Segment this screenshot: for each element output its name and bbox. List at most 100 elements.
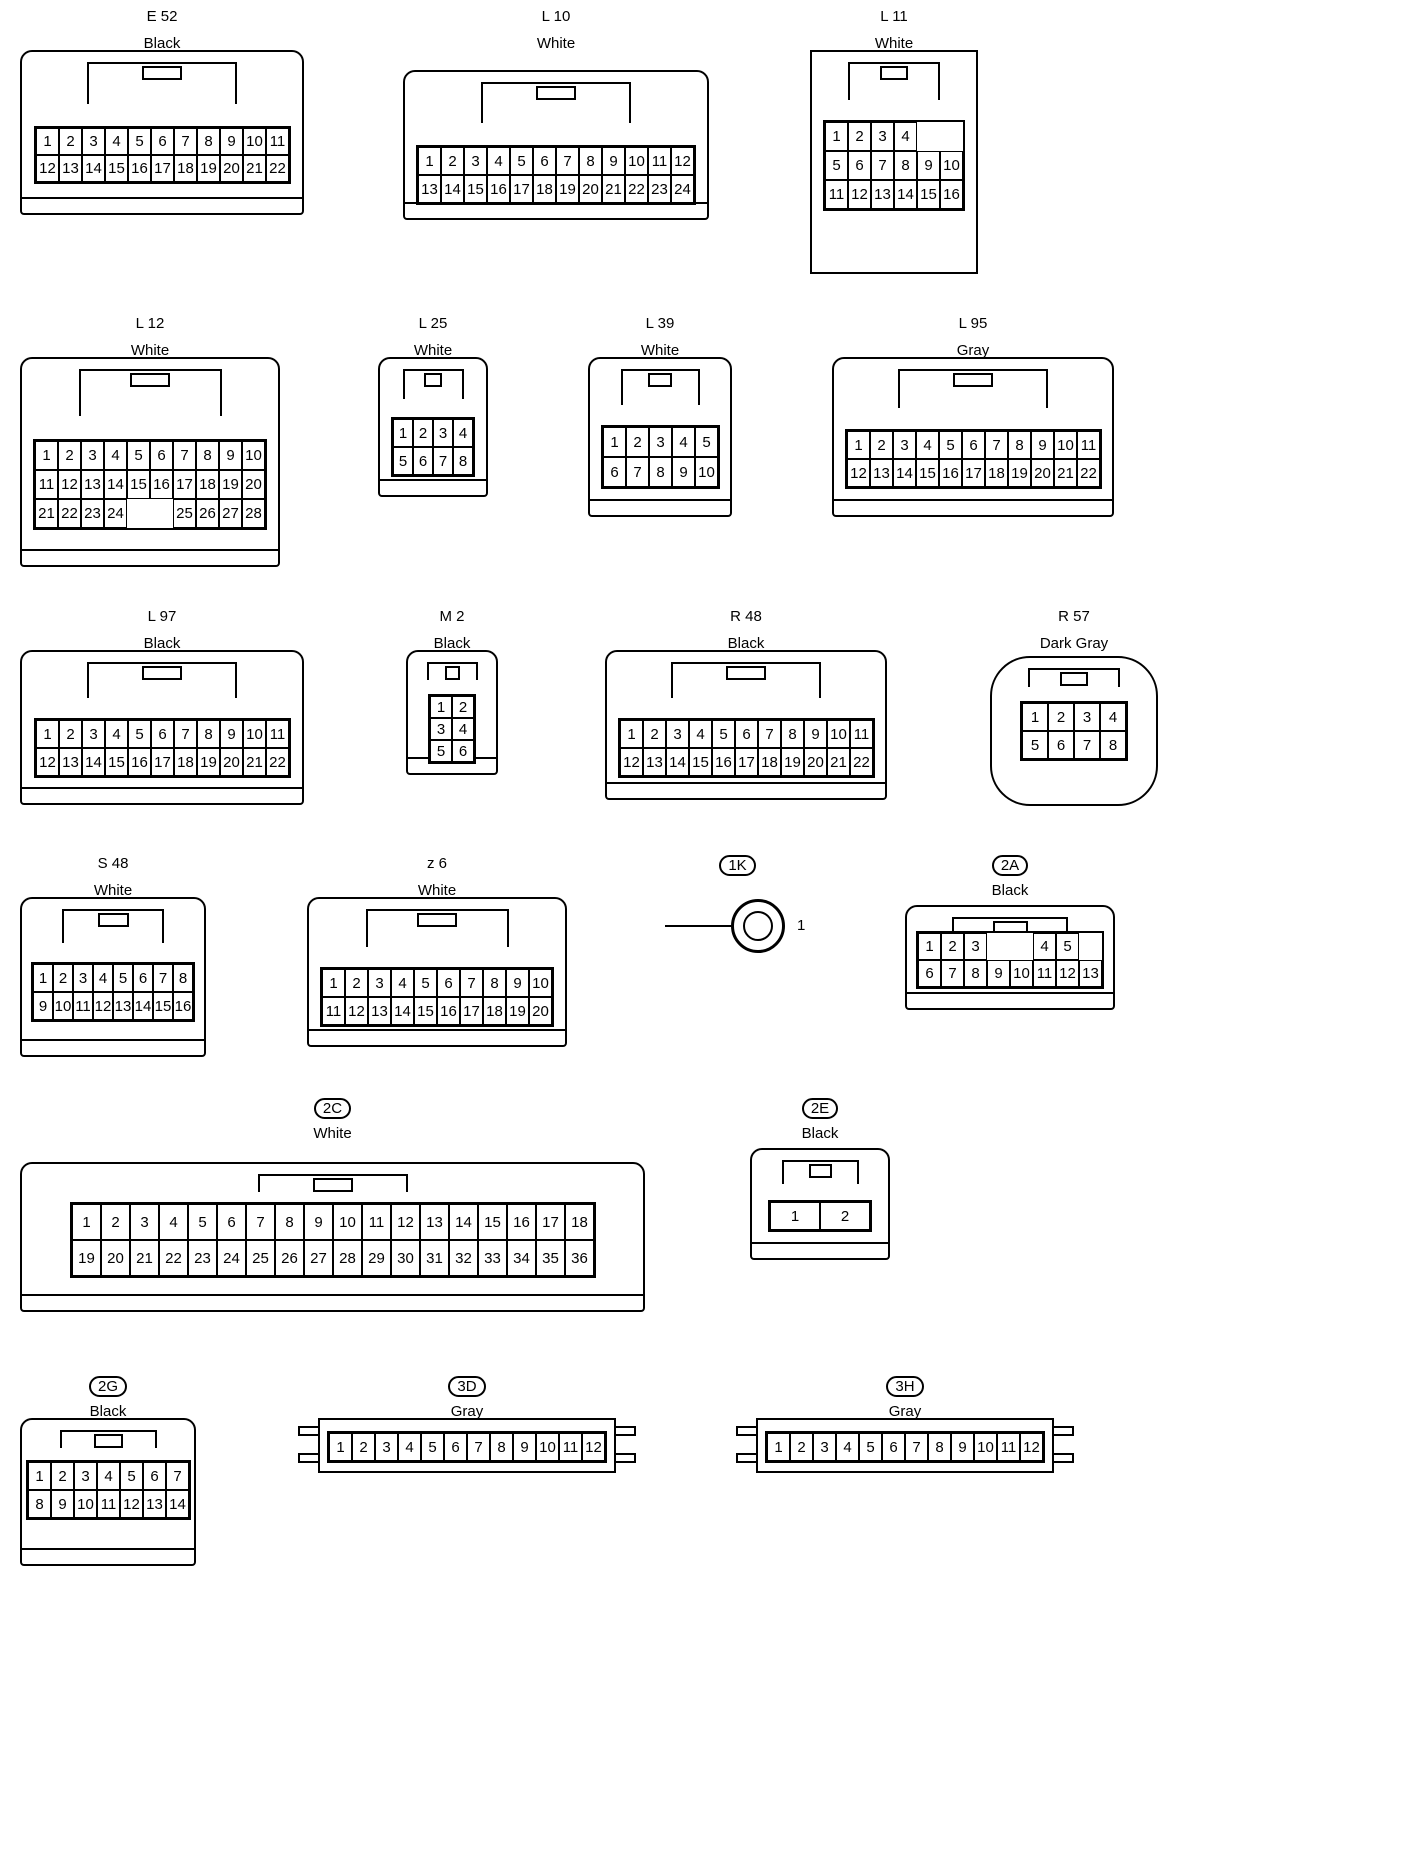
pin-cell: 19 — [556, 175, 579, 203]
pin-cell: 18 — [565, 1204, 594, 1240]
pin-cell: 17 — [151, 155, 174, 182]
pin-cell: 9 — [951, 1433, 974, 1461]
pin-cell: 11 — [825, 180, 848, 209]
pin-cell: 3 — [368, 969, 391, 997]
pin-cell: 16 — [507, 1204, 536, 1240]
pin-cell: 13 — [143, 1490, 166, 1518]
housing-base-line — [750, 1242, 890, 1244]
pin-cell: 4 — [916, 431, 939, 459]
pin-cell: 1 — [620, 720, 643, 748]
connector-code: 1K — [665, 855, 810, 876]
pin-cell: 20 — [220, 748, 243, 776]
pin-cell: 7 — [905, 1433, 928, 1461]
pin-cell: 13 — [643, 748, 666, 776]
pin-cell-empty — [940, 122, 963, 151]
pin-cell: 7 — [985, 431, 1008, 459]
pin-cell: 18 — [196, 470, 219, 499]
latch-key — [726, 666, 766, 680]
pin-cell: 12 — [58, 470, 81, 499]
pin-cell: 10 — [536, 1433, 559, 1461]
pin-cell: 9 — [602, 147, 625, 175]
pin-cell: 7 — [941, 960, 964, 987]
pin-cell-empty — [917, 122, 940, 151]
pin-cell: 32 — [449, 1240, 478, 1276]
pin-cell: 11 — [648, 147, 671, 175]
pin-cell: 9 — [917, 151, 940, 180]
pin-cell: 11 — [97, 1490, 120, 1518]
pin-cell: 19 — [506, 997, 529, 1025]
pin-cell: 16 — [128, 748, 151, 776]
pin-cell: 15 — [478, 1204, 507, 1240]
latch-key — [953, 373, 993, 387]
pin-cell: 3 — [964, 933, 987, 960]
pin-cell: 5 — [510, 147, 533, 175]
connector-code-text: L 10 — [541, 8, 571, 25]
pin-cell: 8 — [28, 1490, 51, 1518]
latch-key — [1060, 672, 1088, 686]
connector-code-text: 3D — [448, 1376, 486, 1397]
pin-cell: 14 — [82, 155, 105, 182]
pin-cell: 14 — [133, 992, 153, 1020]
pin-cell: 8 — [894, 151, 917, 180]
connector-code-text: L 95 — [958, 315, 988, 332]
connector-color: White — [536, 35, 576, 52]
pin-cell: 6 — [735, 720, 758, 748]
pin-cell: 3 — [893, 431, 916, 459]
pin-cell: 5 — [1056, 933, 1079, 960]
pin-cell: 5 — [1022, 731, 1048, 759]
pin-cell: 12 — [120, 1490, 143, 1518]
connector-color: Black — [727, 635, 765, 652]
pin-cell: 22 — [266, 748, 289, 776]
pin-cell: 3 — [813, 1433, 836, 1461]
latch-key — [130, 373, 170, 387]
pin-cell: 2 — [790, 1433, 813, 1461]
pin-cell: 6 — [133, 964, 153, 992]
pin-cell: 9 — [506, 969, 529, 997]
connector-code-text: L 25 — [418, 315, 448, 332]
pin-cell: 21 — [35, 499, 58, 528]
pin-cell: 21 — [602, 175, 625, 203]
pin-cell: 18 — [483, 997, 506, 1025]
pin-cell: 15 — [153, 992, 173, 1020]
pin-cell: 22 — [58, 499, 81, 528]
pin-cell: 7 — [174, 720, 197, 748]
pin-cell: 3 — [464, 147, 487, 175]
pin-cell: 5 — [825, 151, 848, 180]
pin-cell: 13 — [871, 180, 894, 209]
pin-cell: 2 — [352, 1433, 375, 1461]
pin-cell: 15 — [127, 470, 150, 499]
pin-cell: 8 — [928, 1433, 951, 1461]
pin-cell: 10 — [333, 1204, 362, 1240]
connector-code-text: L 39 — [645, 315, 675, 332]
pin-cell: 19 — [197, 155, 220, 182]
pin-cell: 5 — [128, 720, 151, 748]
pin-cell: 6 — [882, 1433, 905, 1461]
latch-key — [98, 913, 129, 927]
pin-cell: 15 — [916, 459, 939, 487]
pin-cell: 1 — [770, 1202, 820, 1230]
pin-cell: 8 — [197, 128, 220, 155]
pin-cell: 3 — [82, 128, 105, 155]
pin-cell: 26 — [275, 1240, 304, 1276]
pin-cell: 13 — [113, 992, 133, 1020]
pin-cell: 24 — [671, 175, 694, 203]
pin-cell: 21 — [243, 155, 266, 182]
pin-cell: 3 — [82, 720, 105, 748]
pin-cell: 12 — [582, 1433, 605, 1461]
pin-cell: 4 — [97, 1462, 120, 1490]
pin-cell: 6 — [452, 740, 474, 762]
pin-cell: 3 — [430, 718, 452, 740]
pin-cell: 16 — [128, 155, 151, 182]
pin-cell: 21 — [827, 748, 850, 776]
pin-cell: 6 — [150, 441, 173, 470]
connector-code: R 48 — [605, 608, 887, 626]
